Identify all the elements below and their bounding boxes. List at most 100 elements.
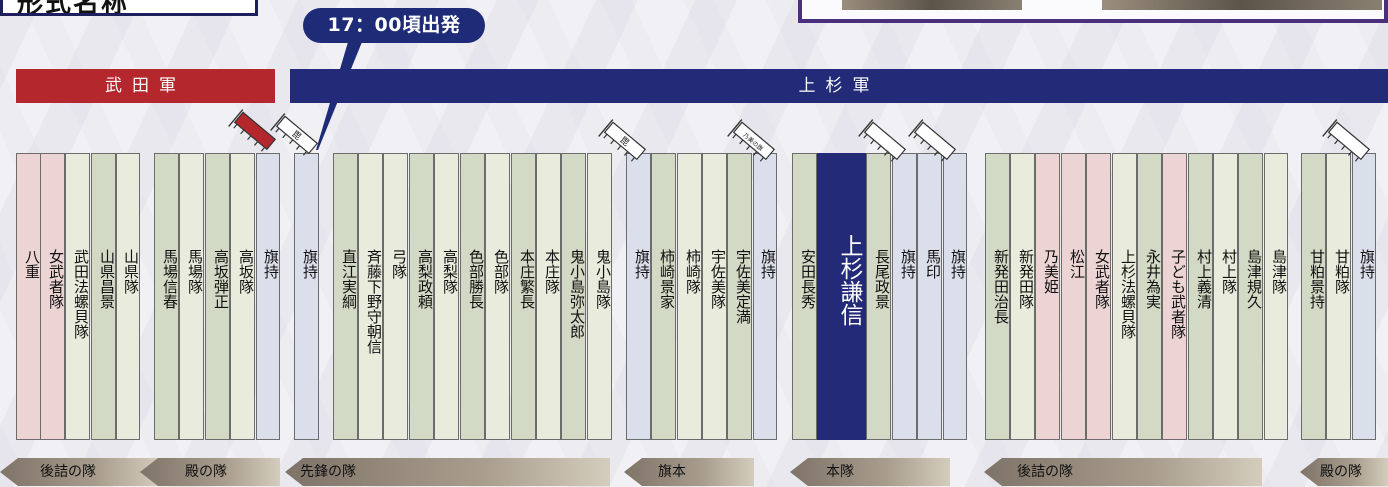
banner-flag: [1322, 119, 1371, 162]
unit-column: 長尾政景: [866, 153, 891, 440]
banner-flag: 毘: [598, 119, 647, 162]
unit-column: 旗持: [943, 153, 967, 440]
unit-column: 馬場信春: [154, 153, 179, 440]
unit-column: 宇佐美隊: [702, 153, 727, 440]
group-label: 先鋒の隊: [300, 464, 356, 480]
unit-column: 旗持: [892, 153, 917, 440]
unit-label: 色部勝長: [467, 249, 485, 309]
unit-label: 甘粕隊: [1333, 249, 1351, 294]
page-title: 形式名称: [0, 0, 258, 16]
unit-label: 柿崎隊: [684, 249, 702, 294]
unit-label: 高梨政頼: [416, 249, 434, 309]
unit-column: 高梨政頼: [409, 153, 434, 440]
unit-label: 高坂弾正: [212, 249, 230, 309]
banner-flag: 乃美の旗: [727, 119, 776, 162]
unit-column: 本庄隊: [536, 153, 561, 440]
unit-column: 高坂弾正: [205, 153, 230, 440]
group-arrow: [140, 458, 280, 486]
banner-flag: [908, 119, 957, 162]
unit-column: 柿崎景家: [651, 153, 676, 440]
unit-column: 甘粕景持: [1301, 153, 1326, 440]
unit-column: 八重: [16, 153, 41, 440]
unit-column: 直江実綱: [333, 153, 358, 440]
group-arrow: [984, 458, 1262, 486]
uesugi-army-bar: 上杉軍: [290, 69, 1388, 103]
unit-label: 村上隊: [1220, 249, 1238, 294]
unit-label: 女武者隊: [47, 249, 65, 309]
unit-column: 女武者隊: [40, 153, 65, 440]
unit-label: 旗持: [759, 249, 777, 279]
group-label: 殿の隊: [1320, 464, 1362, 480]
unit-label: 松江: [1068, 249, 1086, 279]
unit-column: 上杉法螺貝隊: [1112, 153, 1137, 440]
unit-label: 女武者隊: [1093, 249, 1111, 309]
unit-column: 島津規久: [1238, 153, 1263, 440]
unit-label: 甘粕景持: [1308, 249, 1326, 309]
banner-flag: [858, 119, 907, 162]
banner-flag: 毘: [270, 113, 319, 156]
group-arrow: [0, 458, 160, 486]
unit-label: 上杉法螺貝隊: [1119, 249, 1137, 339]
takeda-army-bar: 武田軍: [16, 69, 275, 103]
unit-column: 柿崎隊: [677, 153, 702, 440]
unit-label: 弓隊: [390, 249, 408, 279]
group-arrow: [790, 458, 950, 486]
group-arrow: [624, 458, 754, 486]
departure-time-badge: 17：00頃出発: [303, 8, 485, 43]
group-arrow: [1300, 458, 1388, 486]
photo-strip: [1102, 0, 1382, 10]
unit-label: 鬼小島弥太郎: [568, 249, 586, 339]
unit-column: 山県隊: [116, 153, 140, 440]
group-arrow: [285, 458, 610, 486]
unit-label: 旗持: [633, 249, 651, 279]
group-label: 後詰の隊: [40, 464, 96, 480]
unit-label: 旗持: [262, 249, 280, 279]
unit-column: 村上隊: [1213, 153, 1238, 440]
group-label: 殿の隊: [185, 464, 227, 480]
unit-column: 高坂隊: [230, 153, 255, 440]
unit-column: 弓隊: [383, 153, 408, 440]
unit-label: 山県隊: [122, 249, 140, 294]
unit-label: 馬印: [924, 249, 942, 279]
unit-label: 旗持: [899, 249, 917, 279]
unit-label: 斉藤下野守朝信: [365, 249, 383, 354]
unit-column: 旗持: [753, 153, 777, 440]
unit-column: 島津隊: [1264, 153, 1288, 440]
unit-label: 馬場隊: [186, 249, 204, 294]
unit-label: 上杉謙信: [836, 234, 862, 326]
unit-column: 色部勝長: [460, 153, 485, 440]
unit-column: 馬印: [917, 153, 942, 440]
unit-label: 島津規久: [1245, 249, 1263, 309]
unit-column: 旗持: [294, 153, 319, 440]
unit-label: 安田長秀: [799, 249, 817, 309]
unit-column: 乃美姫: [1035, 153, 1060, 440]
unit-column: 旗持: [626, 153, 651, 440]
unit-column: 鬼小島弥太郎: [561, 153, 586, 440]
unit-column: 松江: [1061, 153, 1086, 440]
unit-label: 旗持: [1358, 249, 1376, 279]
unit-label: 新発田隊: [1017, 249, 1035, 309]
unit-column: 永井為実: [1137, 153, 1162, 440]
unit-label: 旗持: [949, 249, 967, 279]
unit-column: 高梨隊: [434, 153, 459, 440]
unit-label: 子ども武者隊: [1169, 249, 1187, 339]
unit-column: 山県昌景: [91, 153, 116, 440]
photo-strip: [842, 0, 1022, 10]
unit-column: 村上義清: [1188, 153, 1213, 440]
unit-label: 本庄繁長: [518, 249, 536, 309]
unit-label: 山県昌景: [98, 249, 116, 309]
unit-column: 新発田隊: [1010, 153, 1035, 440]
unit-label: 色部隊: [492, 249, 510, 294]
unit-label: 永井為実: [1144, 249, 1162, 309]
unit-column: 武田法螺貝隊: [65, 153, 90, 440]
unit-label: 新発田治長: [992, 249, 1010, 324]
banner-flag: [228, 109, 277, 152]
unit-column: 旗持: [1352, 153, 1376, 440]
unit-label: 八重: [23, 249, 41, 279]
unit-column: 甘粕隊: [1326, 153, 1351, 440]
unit-label: 旗持: [301, 249, 319, 279]
unit-column: 子ども武者隊: [1162, 153, 1187, 440]
unit-column: 女武者隊: [1086, 153, 1111, 440]
unit-column: 馬場隊: [179, 153, 204, 440]
group-label: 本隊: [826, 464, 854, 480]
